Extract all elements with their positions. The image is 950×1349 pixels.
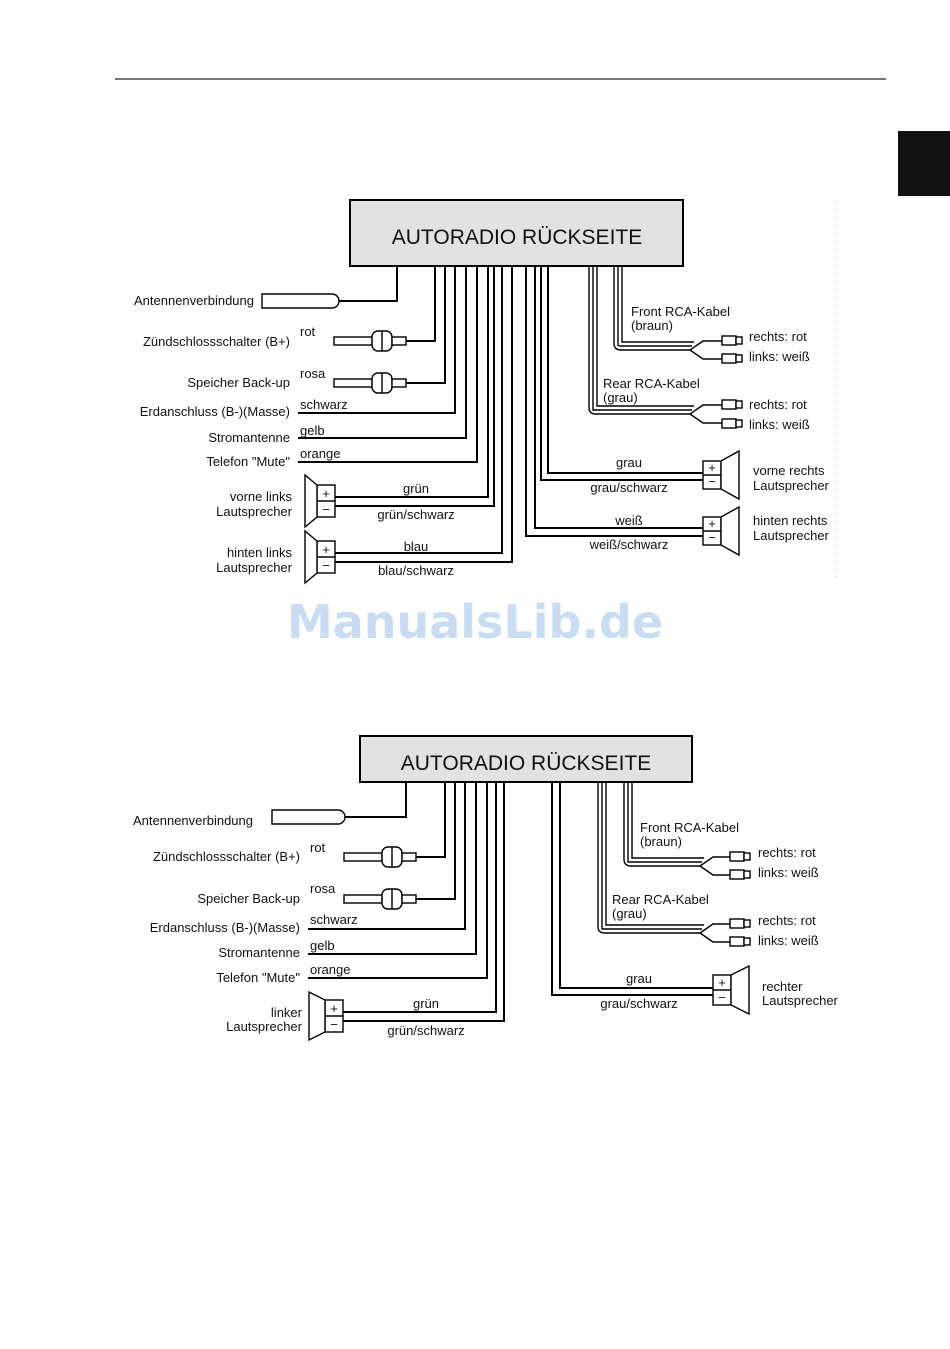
speaker-front-right: + − (702, 449, 740, 501)
label-phone-mute: Telefon "Mute" (206, 454, 290, 469)
wire-color-ground-2: schwarz (310, 912, 358, 927)
fuse-holder-backup (333, 266, 446, 394)
svg-text:−: − (322, 558, 330, 573)
label-right-speaker-2: Lautsprecher (762, 993, 839, 1008)
svg-text:+: + (708, 516, 716, 531)
wire-color-power-antenna: gelb (300, 423, 325, 438)
front-rca-cable-2 (623, 782, 751, 880)
wire-color-power-antenna-2: gelb (310, 938, 335, 953)
label-rear-right-speaker: hinten rechts (753, 513, 828, 528)
label-phone-mute-2: Telefon "Mute" (216, 970, 300, 985)
svg-text:+: + (708, 460, 716, 475)
wire-color-backup-2: rosa (310, 881, 336, 896)
svg-text:−: − (330, 1017, 338, 1032)
wire-color-fl-minus: grün/schwarz (377, 507, 454, 522)
label-left-speaker-2: Lautsprecher (226, 1019, 303, 1034)
label-rear-rca-2: Rear RCA-Kabel (612, 892, 709, 907)
label-rear-left-speaker-2: Lautsprecher (216, 560, 293, 575)
fuse-holder-ignition (333, 266, 436, 352)
label-backup: Speicher Back-up (187, 375, 290, 390)
svg-text:+: + (322, 542, 330, 557)
label-front-rca-2: Front RCA-Kabel (640, 820, 739, 835)
label-rear-rca-color-2: (grau) (612, 906, 647, 921)
radio-back-title: AUTORADIO RÜCKSEITE (392, 226, 642, 249)
label-front-rca-right: rechts: rot (749, 329, 807, 344)
label-front-right-speaker-2: Lautsprecher (753, 478, 830, 493)
label-ground-2: Erdanschluss (B-)(Masse) (150, 920, 300, 935)
label-backup-2: Speicher Back-up (197, 891, 300, 906)
svg-text:+: + (718, 975, 726, 990)
wire-color-r-plus: grau (626, 971, 652, 986)
svg-text:−: − (708, 530, 716, 545)
wire-color-ignition-2: rot (310, 840, 326, 855)
front-rca-cable (613, 266, 743, 364)
label-rear-rca-left: links: weiß (749, 417, 810, 432)
label-front-rca-color-2: (braun) (640, 834, 682, 849)
wire-color-l-plus: grün (413, 996, 439, 1011)
label-front-left-speaker-2: Lautsprecher (216, 504, 293, 519)
label-antenna: Antennenverbindung (134, 293, 254, 308)
label-power-antenna: Stromantenne (208, 430, 290, 445)
svg-text:+: + (330, 1001, 338, 1016)
wire-color-ground: schwarz (300, 397, 348, 412)
label-front-rca-left: links: weiß (749, 349, 810, 364)
speaker-left: + − (308, 990, 344, 1042)
label-ignition-2: Zündschlossschalter (B+) (153, 849, 300, 864)
rear-rca-cable-2 (597, 782, 751, 947)
speaker-rear-right: + − (702, 505, 740, 557)
speaker-front-left: + − (304, 473, 336, 529)
label-front-rca-right-2: rechts: rot (758, 845, 816, 860)
wire-color-phone-mute: orange (300, 446, 340, 461)
label-ground: Erdanschluss (B-)(Masse) (140, 404, 290, 419)
label-rear-rca: Rear RCA-Kabel (603, 376, 700, 391)
label-front-rca-color: (braun) (631, 318, 673, 333)
rear-rca-cable (588, 266, 743, 429)
label-left-speaker: linker (271, 1005, 303, 1020)
wire-color-ignition: rot (300, 324, 316, 339)
speaker-right: + − (712, 964, 750, 1016)
label-rear-rca-right-2: rechts: rot (758, 913, 816, 928)
wire-color-phone-mute-2: orange (310, 962, 350, 977)
label-front-rca-left-2: links: weiß (758, 865, 819, 880)
chapter-tab (898, 131, 950, 196)
wire-color-r-minus: grau/schwarz (600, 996, 677, 1011)
label-front-rca: Front RCA-Kabel (631, 304, 730, 319)
svg-text:−: − (322, 502, 330, 517)
radio-back-box-2 (359, 735, 693, 783)
label-power-antenna-2: Stromantenne (218, 945, 300, 960)
wire-color-rr-minus: weiß/schwarz (589, 537, 669, 552)
label-rear-rca-color: (grau) (603, 390, 638, 405)
fuse-holder-backup-2 (343, 782, 456, 910)
label-ignition: Zündschlossschalter (B+) (143, 334, 290, 349)
wire-color-l-minus: grün/schwarz (387, 1023, 464, 1038)
radio-back-title-2: AUTORADIO RÜCKSEITE (401, 752, 651, 775)
wire-color-rl-minus: blau/schwarz (378, 563, 454, 578)
speaker-rear-left: + − (304, 529, 336, 585)
wire-color-rr-plus: weiß (614, 513, 643, 528)
wire-color-rl-plus: blau (404, 539, 429, 554)
svg-text:−: − (708, 474, 716, 489)
svg-text:+: + (322, 486, 330, 501)
wire-color-fr-plus: grau (616, 455, 642, 470)
label-right-speaker: rechter (762, 979, 803, 994)
wire-color-backup: rosa (300, 366, 326, 381)
wiring-diagram-2: AUTORADIO RÜCKSEITE (133, 735, 839, 1042)
svg-text:−: − (718, 990, 726, 1005)
label-rear-left-speaker: hinten links (227, 545, 293, 560)
label-rear-rca-right: rechts: rot (749, 397, 807, 412)
watermark: ManualsLib.de (287, 595, 663, 649)
radio-back-box (349, 199, 684, 267)
label-rear-right-speaker-2: Lautsprecher (753, 528, 830, 543)
wire-color-fr-minus: grau/schwarz (590, 480, 667, 495)
fuse-holder-ignition-2 (343, 782, 446, 868)
label-front-right-speaker: vorne rechts (753, 463, 825, 478)
label-rear-rca-left-2: links: weiß (758, 933, 819, 948)
wiring-diagram-1: AUTORADIO RÜCKSEITE (134, 199, 830, 585)
wire-color-fl-plus: grün (403, 481, 429, 496)
label-antenna-2: Antennenverbindung (133, 813, 253, 828)
label-front-left-speaker: vorne links (230, 489, 293, 504)
